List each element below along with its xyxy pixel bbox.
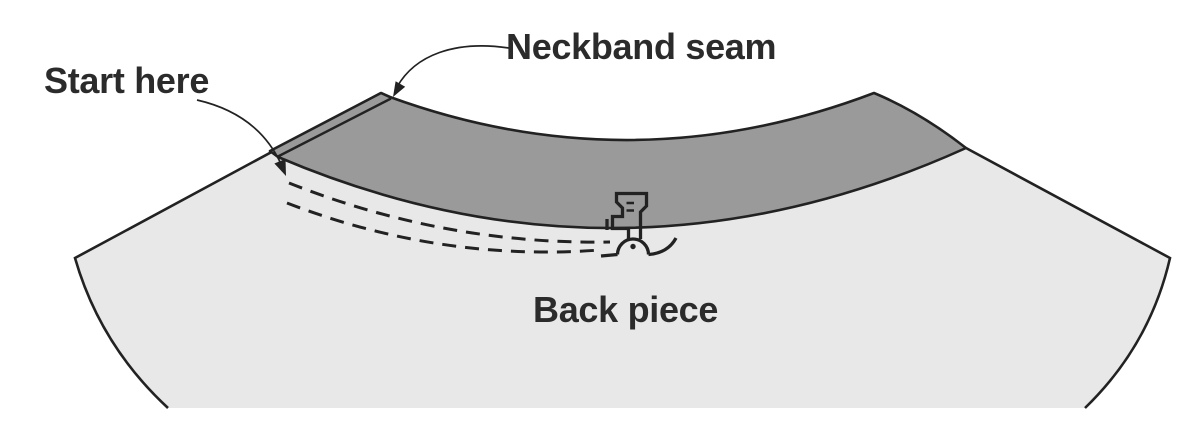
neckband-shape bbox=[268, 91, 968, 230]
start-here-label: Start here bbox=[44, 60, 210, 101]
neckband-seam-arrow bbox=[393, 45, 510, 97]
start-here-leader-line bbox=[196, 99, 282, 165]
presser-foot-body bbox=[610, 191, 649, 239]
presser-foot-dot bbox=[630, 243, 636, 250]
start-here-arrow bbox=[196, 99, 286, 176]
neckband-seam-arrowhead bbox=[393, 81, 406, 97]
back-piece-right-edge bbox=[965, 146, 1172, 409]
neckband-seam-label: Neckband seam bbox=[506, 26, 777, 67]
stitch-line-lower bbox=[286, 201, 601, 254]
presser-foot-sole bbox=[600, 237, 678, 258]
presser-foot-icon bbox=[600, 191, 678, 258]
stitch-line-upper bbox=[288, 181, 611, 244]
back-piece-label: Back piece bbox=[533, 289, 719, 330]
neckband-seam-leader-line bbox=[396, 45, 510, 88]
start-here-arrowhead bbox=[274, 158, 286, 176]
presser-foot-screw-slots bbox=[626, 201, 634, 212]
back-piece-left-edge bbox=[73, 91, 382, 409]
neckband-seam-line bbox=[276, 97, 392, 159]
